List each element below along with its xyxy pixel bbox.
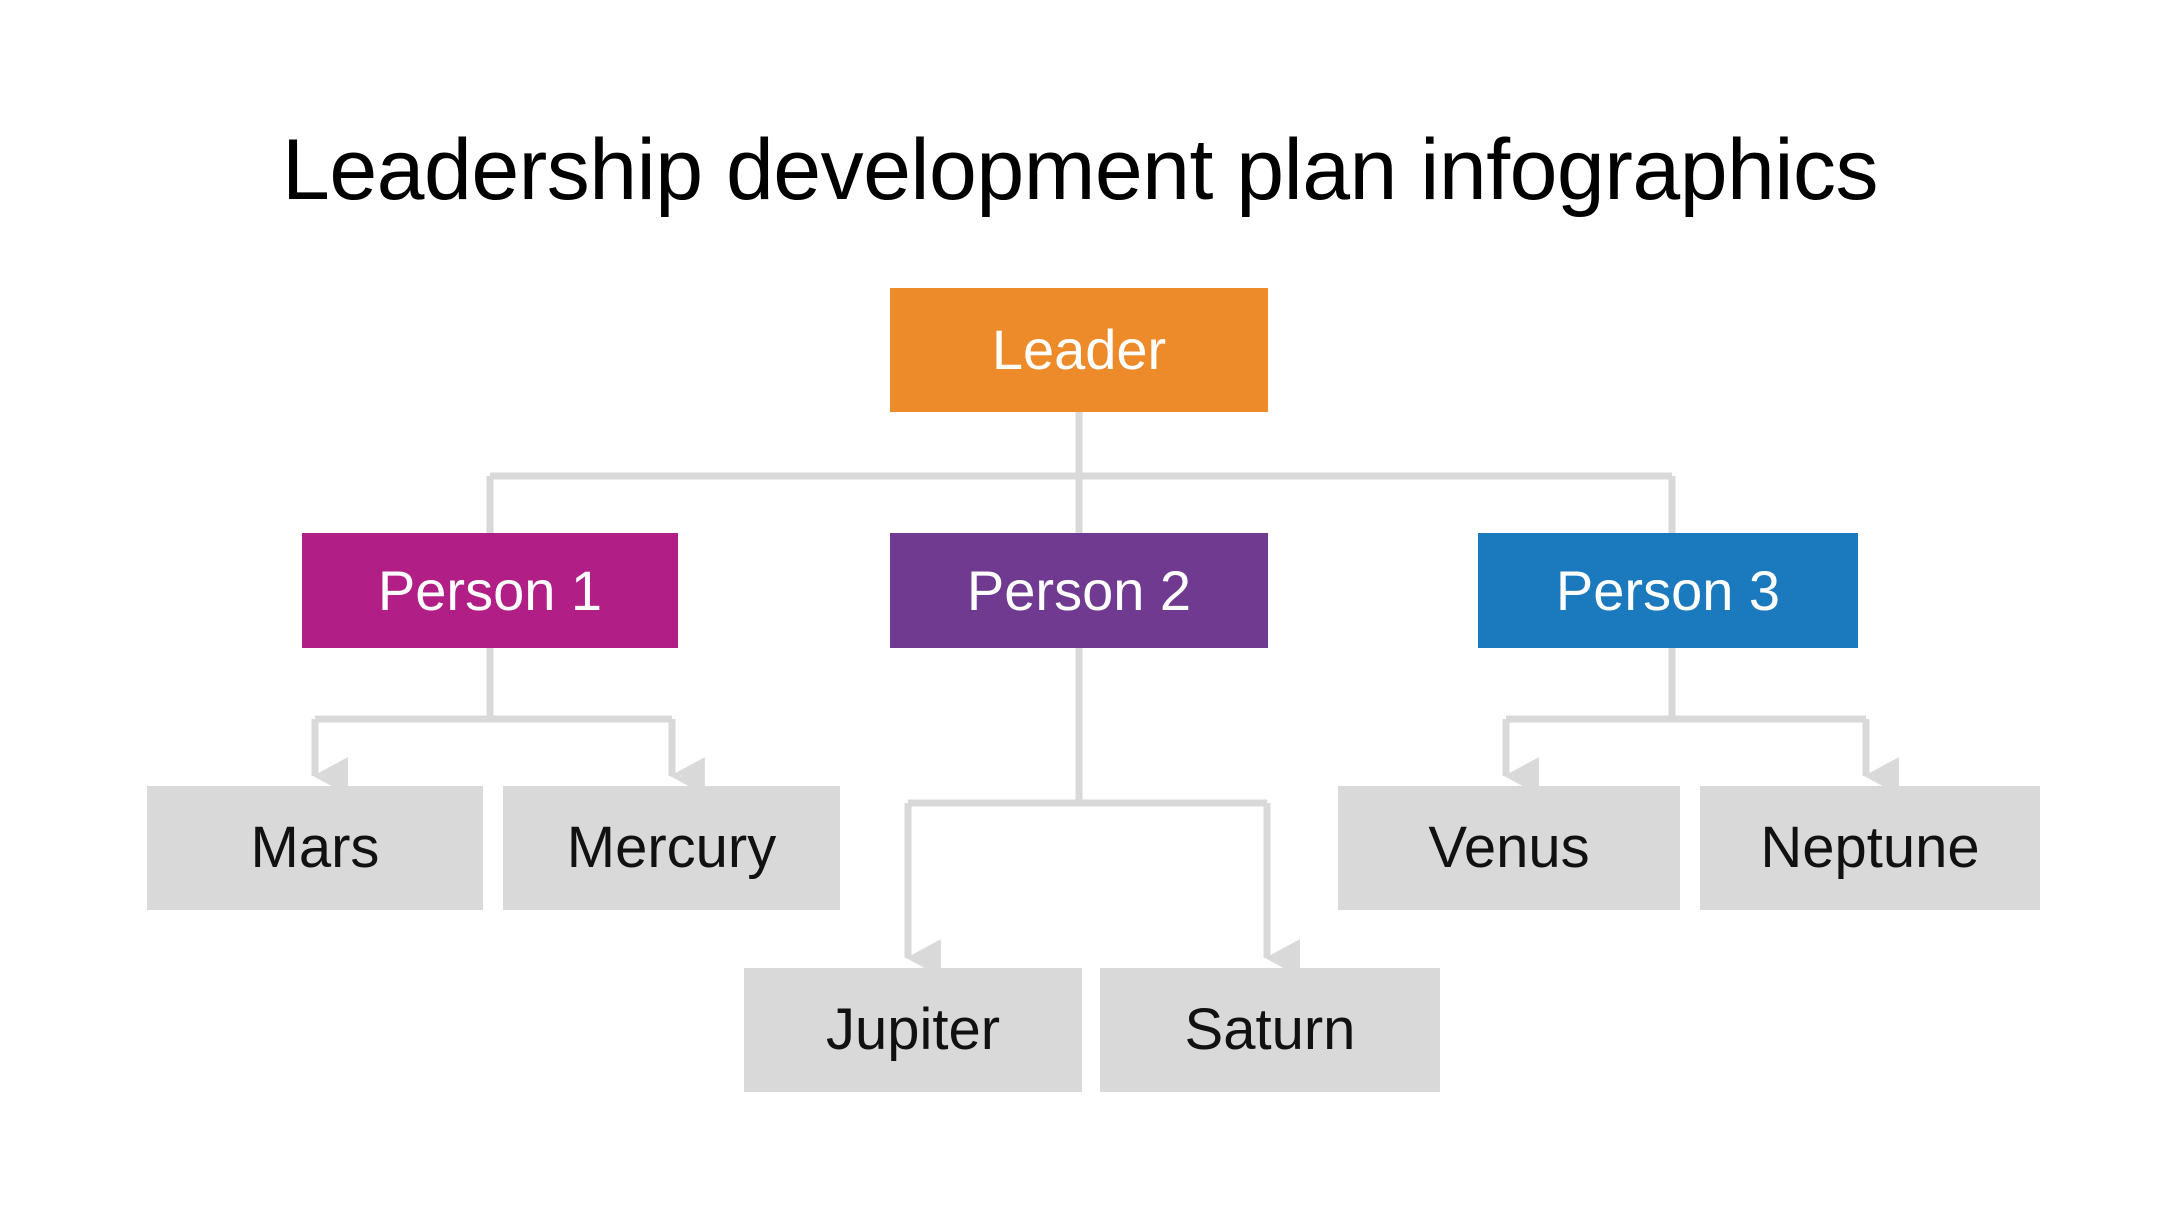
node-person-1[interactable]: Person 1 [302,533,678,648]
node-mars-label: Mars [250,815,380,880]
node-neptune[interactable]: Neptune [1700,786,2040,910]
node-neptune-label: Neptune [1760,815,1980,880]
node-person-2-label: Person 2 [966,558,1192,622]
node-mercury[interactable]: Mercury [503,786,840,910]
node-mars[interactable]: Mars [147,786,483,910]
node-person-2[interactable]: Person 2 [890,533,1268,648]
node-person-3[interactable]: Person 3 [1478,533,1858,648]
node-leader[interactable]: Leader [890,288,1268,412]
node-jupiter[interactable]: Jupiter [744,968,1082,1092]
node-saturn-label: Saturn [1184,997,1356,1062]
node-saturn[interactable]: Saturn [1100,968,1440,1092]
node-venus-label: Venus [1428,815,1590,880]
node-jupiter-label: Jupiter [825,997,1001,1062]
page-title: Leadership development plan infographics [282,122,1879,218]
node-person-1-label: Person 1 [377,558,603,622]
node-leader-label: Leader [991,318,1167,381]
node-mercury-label: Mercury [566,815,777,880]
node-venus[interactable]: Venus [1338,786,1680,910]
node-person-3-label: Person 3 [1555,558,1781,622]
